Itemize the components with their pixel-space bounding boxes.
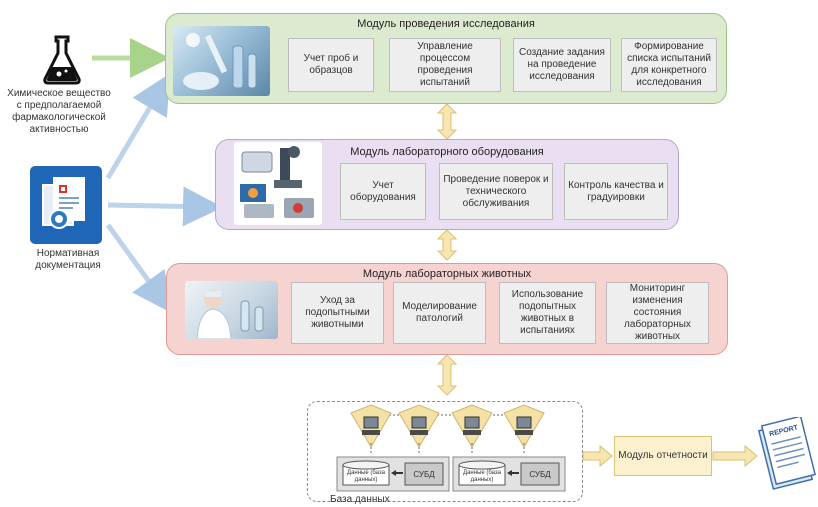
database-label: База данных xyxy=(330,494,390,505)
animals-box-2: Моделирование патологий xyxy=(393,282,486,344)
computer-icon xyxy=(451,404,493,455)
dbms-label-2: СУБД xyxy=(529,470,551,479)
database-area xyxy=(307,401,583,502)
research-box-4: Формирование списка испытаний для конкре… xyxy=(621,38,717,92)
equipment-box-2: Проведение поверок и технического обслуж… xyxy=(439,163,553,220)
research-module-title: Модуль проведения исследования xyxy=(357,18,535,30)
documents-label: Нормативная документация xyxy=(35,248,101,271)
lab-equipment-photo xyxy=(234,142,322,225)
arrow-equipment-animals xyxy=(436,229,458,261)
equipment-box-3: Контроль качества и градуировки xyxy=(564,163,668,220)
arrow-docs-to-equipment xyxy=(107,186,223,227)
report-icon: REPORT xyxy=(757,417,816,490)
database-cylinder-icon xyxy=(342,460,390,486)
dbms-label-1: СУБД xyxy=(413,470,435,479)
db-cylinder-label-2: Данные (база данных) xyxy=(463,470,501,483)
lab-animals-photo xyxy=(185,281,278,339)
db-cylinder-label-1: Данные (база данных) xyxy=(347,470,385,483)
computer-icon xyxy=(350,404,392,455)
equipment-module-title: Модуль лабораторного оборудования xyxy=(350,146,544,158)
arrow-research-equipment xyxy=(436,103,458,140)
flask-icon xyxy=(43,35,81,85)
equipment-box-1: Учет оборудования xyxy=(340,163,426,220)
computer-icon xyxy=(503,404,545,455)
database-cylinder-icon xyxy=(458,460,506,486)
arrow-docs-to-research xyxy=(105,73,171,180)
arrow-docs-to-animals xyxy=(105,223,172,314)
research-box-3: Создание задания на проведение исследова… xyxy=(513,38,611,92)
arrow-reporting-to-report xyxy=(712,444,758,468)
database-network xyxy=(336,404,566,492)
computer-icon xyxy=(398,404,440,455)
chemical-label: Химическое вещество с предполагаемой фар… xyxy=(7,88,111,135)
document-icon xyxy=(42,177,85,229)
reporting-module: Модуль отчетности xyxy=(614,436,712,476)
documents-tile xyxy=(30,166,102,244)
arrow-database-to-reporting xyxy=(582,444,613,468)
animals-module-title: Модуль лабораторных животных xyxy=(362,268,532,280)
research-box-1: Учет проб и образцов xyxy=(288,38,374,92)
animals-box-3: Использование подопытных животных в испы… xyxy=(499,282,596,344)
lab-research-photo xyxy=(173,26,270,96)
animals-box-1: Уход за подопытными животными xyxy=(291,282,384,344)
arrow-animals-database xyxy=(436,354,458,396)
research-box-2: Управление процессом проведения испытани… xyxy=(389,38,501,92)
animals-box-4: Мониторинг изменения состояния лаборатор… xyxy=(606,282,709,344)
